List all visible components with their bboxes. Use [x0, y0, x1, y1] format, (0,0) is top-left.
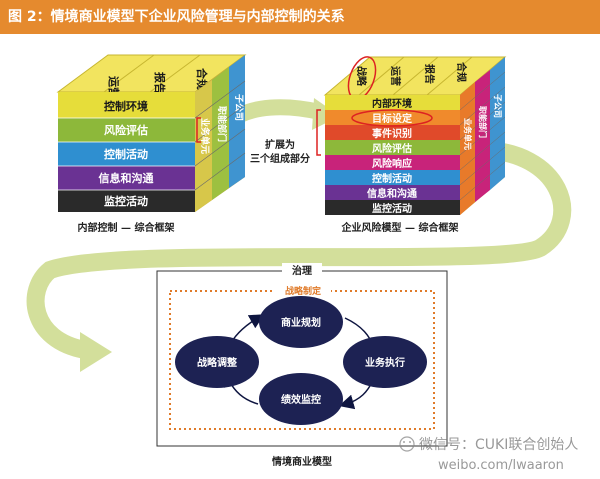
watermark: 微信号：CUKI联合创始人 weibo.com/lwaaron — [399, 436, 578, 473]
cube-enterprise-risk: 战略 运营 报告 合规 内部环境 目标设定 事件识别 风险评估 风险响应 控制活… — [316, 56, 507, 215]
cube2-side-label: 子公司 — [493, 94, 502, 118]
strategy-making-label: 战略制定 — [285, 285, 322, 297]
cube2-row-label: 风险评估 — [372, 142, 412, 155]
node-label: 商业规划 — [281, 316, 321, 329]
cube2-top-label: 战略 — [355, 66, 368, 87]
cube1-caption: 内部控制 — 综合框架 — [78, 221, 175, 234]
flow-arrow-2-head — [80, 332, 112, 372]
figure-title: 图 2：情境商业模型下企业风险管理与内部控制的关系 — [0, 0, 600, 34]
cube2-side-label: 业务单元 — [463, 118, 473, 150]
node-business-planning — [259, 296, 343, 348]
bracket — [316, 109, 321, 156]
cube2-top-label: 运营 — [389, 66, 402, 86]
cube1-row-label: 控制环境 — [104, 99, 148, 113]
flow-arrow-2 — [26, 141, 572, 359]
node-strategy-adjustment — [175, 336, 259, 388]
cube2-top-label: 报告 — [423, 64, 436, 84]
watermark-line2: weibo.com/lwaaron — [438, 458, 564, 473]
cube1-side-label: 子公司 — [233, 94, 244, 121]
model-caption: 情境商业模型 — [272, 455, 332, 468]
node-label: 绩效监控 — [281, 393, 321, 406]
cube2-side-label: 职能部门 — [478, 106, 488, 138]
cube2-row-label: 信息和沟通 — [367, 187, 417, 200]
governance-label: 治理 — [292, 264, 312, 277]
bracket — [196, 117, 201, 143]
cube1-top-label: 报告 — [153, 72, 167, 94]
cube-internal-control: 运营 报告 合规 控制环境 风险评估 控制活动 信息和沟通 监控活动 业务单元 … — [56, 54, 247, 212]
governance-label-bg — [282, 263, 322, 277]
strategy-label-bg — [275, 283, 331, 297]
expand-label-line1: 扩展为 — [265, 138, 295, 151]
cube2-row-label: 事件识别 — [372, 127, 412, 140]
cube2-row-label: 控制活动 — [372, 172, 412, 185]
cube1-side-label: 职能部门 — [216, 106, 228, 142]
node-label: 业务执行 — [365, 356, 405, 369]
cube1-row-label: 控制活动 — [104, 147, 148, 161]
cube1-row-label: 信息和沟通 — [99, 171, 154, 185]
node-performance-monitoring — [259, 373, 343, 425]
highlight-objective-setting — [351, 109, 433, 127]
node-label: 战略调整 — [197, 356, 237, 369]
node-business-execution — [343, 336, 427, 388]
cube2-row-label: 监控活动 — [372, 202, 412, 215]
watermark-line1: 微信号：CUKI联合创始人 — [419, 437, 578, 453]
cube2-top-label: 合规 — [455, 61, 468, 82]
cube2-caption: 企业风险模型 — 综合框架 — [341, 221, 459, 234]
cube2-row-label: 目标设定 — [372, 112, 412, 125]
cube1-row-label: 风险评估 — [104, 123, 148, 137]
cube2-row-label: 风险响应 — [372, 157, 412, 170]
wechat-icon — [399, 436, 415, 452]
contextual-business-model: 治理 战略制定 商业规划 业务执行 绩效监控 战略调整 — [156, 263, 448, 447]
cube2-row-label: 内部环境 — [372, 97, 412, 110]
expand-label-line2: 三个组成部分 — [250, 152, 310, 165]
cube1-row-label: 监控活动 — [104, 194, 148, 208]
cube1-side-label: 业务单元 — [199, 118, 211, 154]
